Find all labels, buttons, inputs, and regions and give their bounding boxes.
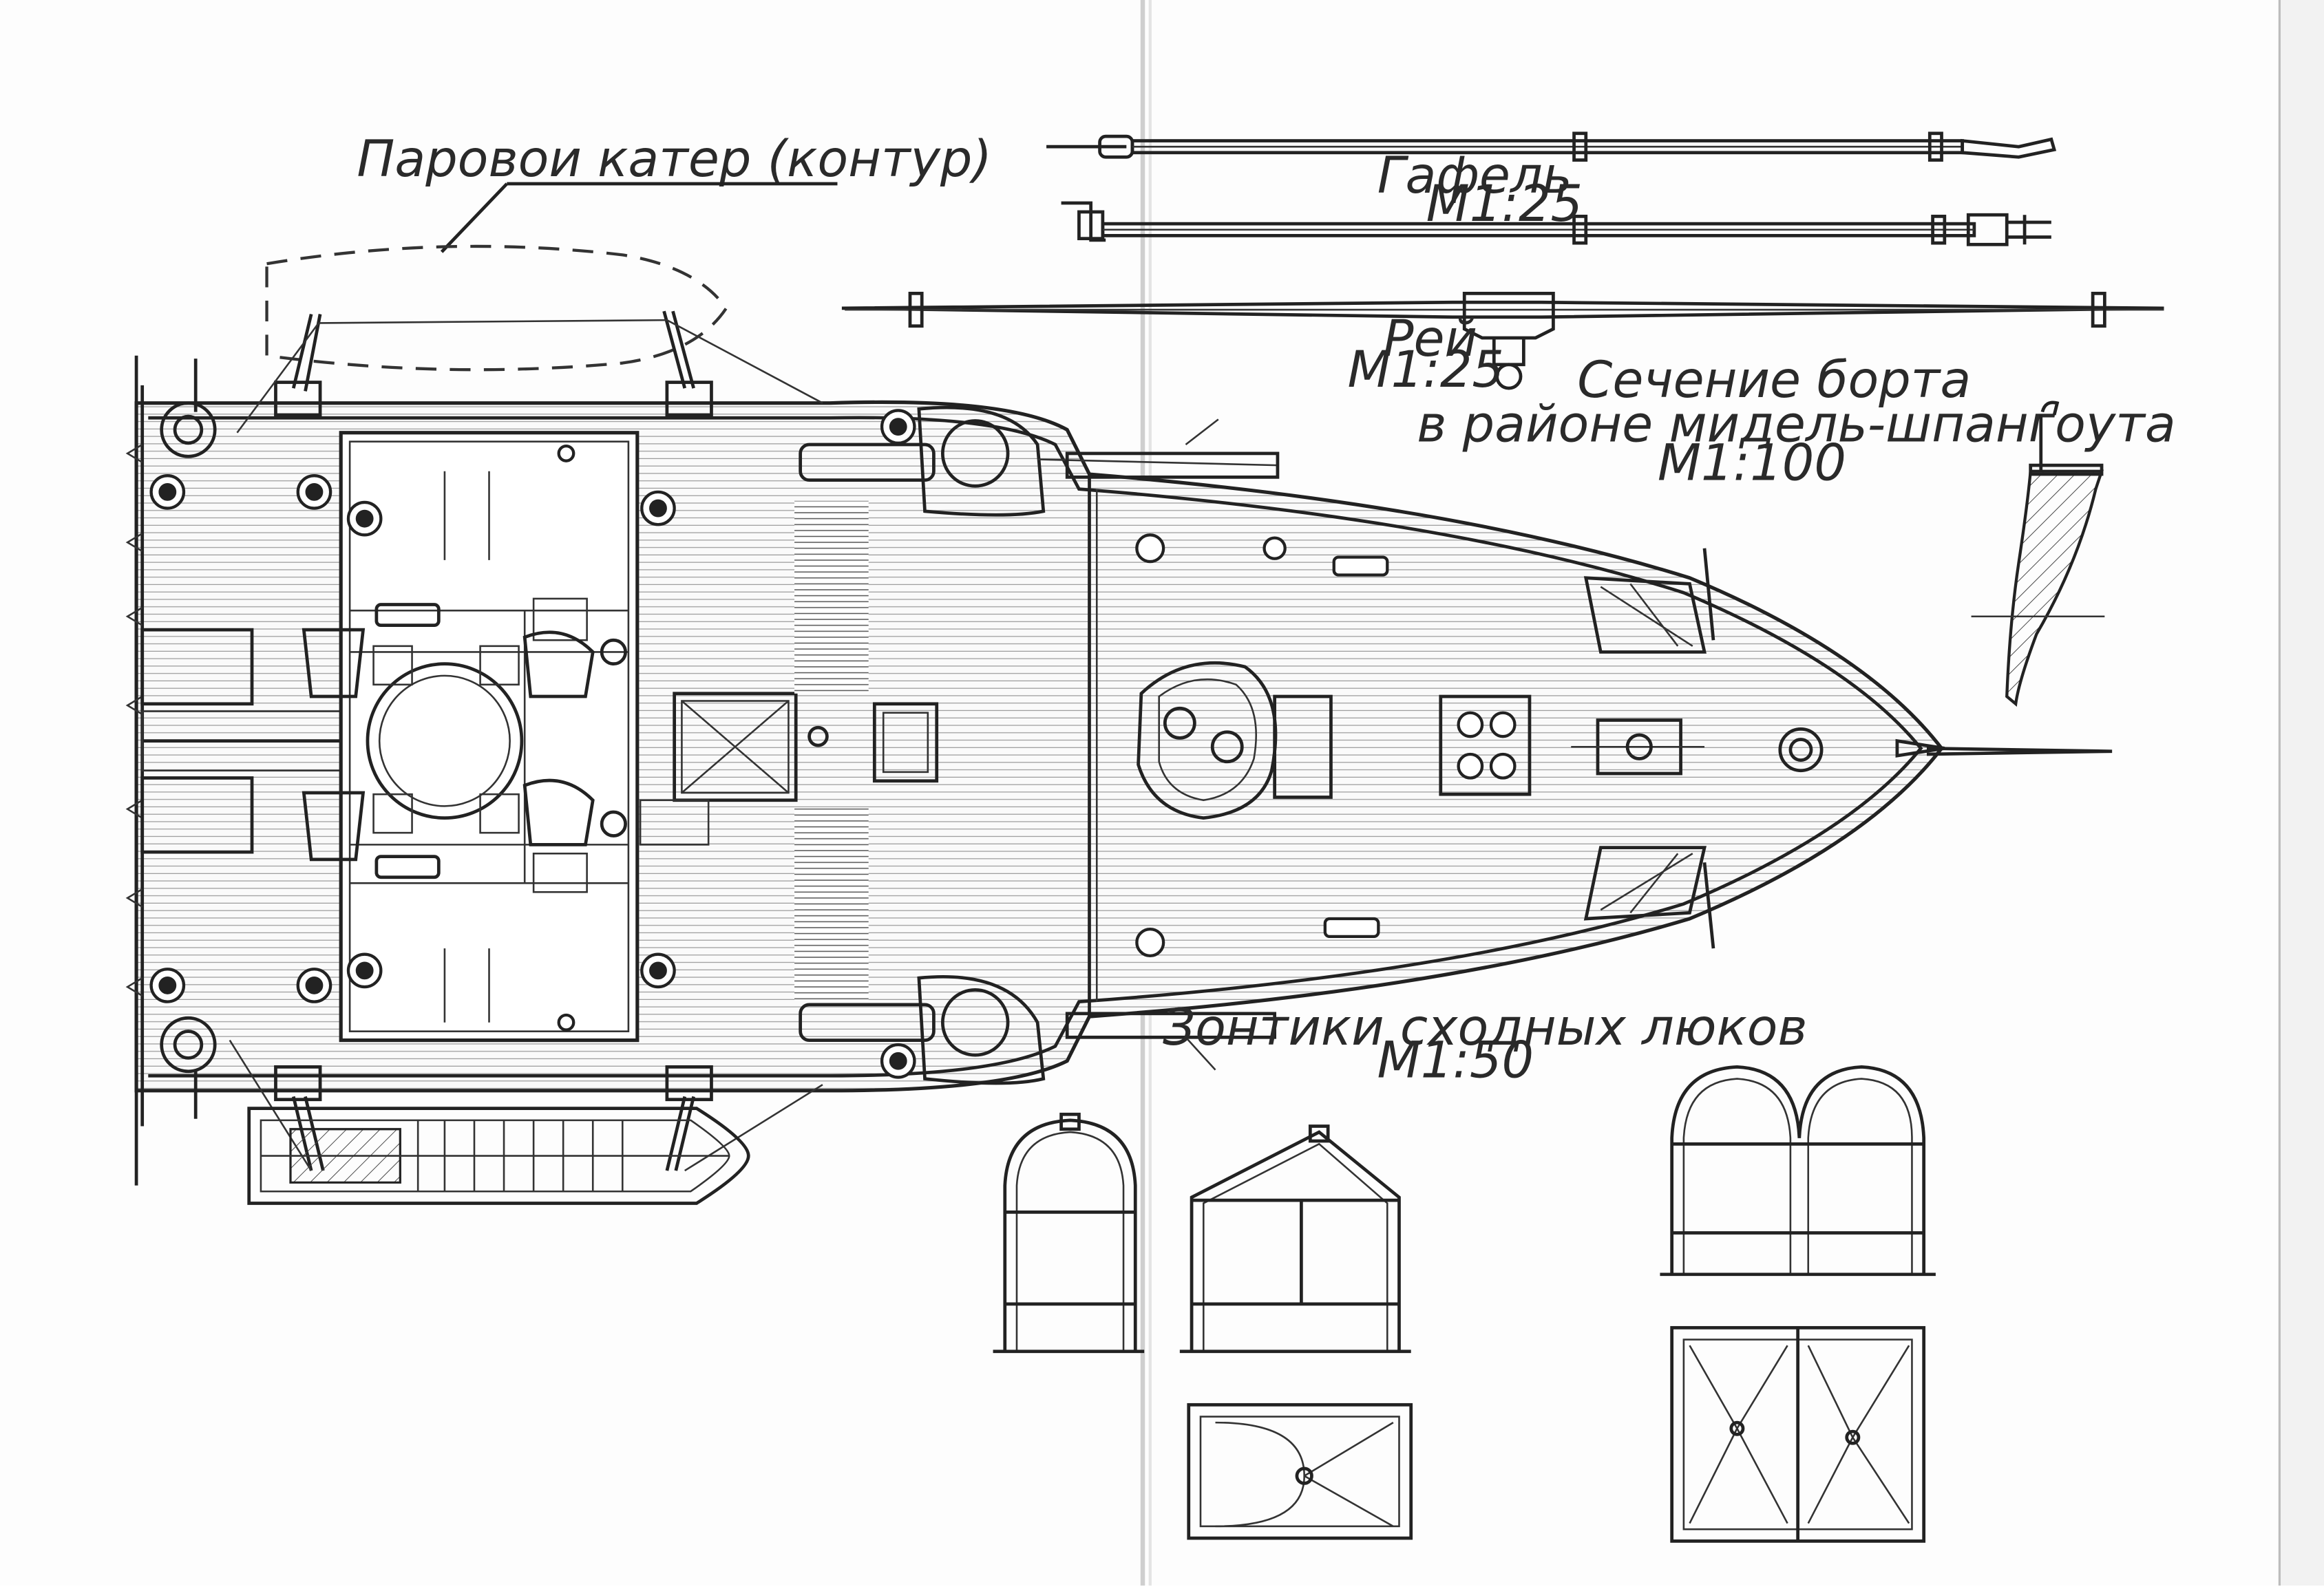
stern-skylight-upper <box>140 628 254 706</box>
gaff-scale-label: M1:25 <box>1426 175 1583 233</box>
small-hatch <box>872 702 939 783</box>
yard-scale-label: M1:25 <box>1348 341 1504 399</box>
section-scale-label: M1:100 <box>1658 434 1846 493</box>
gaff-spar-lower <box>1061 201 2051 246</box>
windlass <box>1571 718 1824 776</box>
main-cargo-hatch <box>673 692 798 802</box>
yard-title-label: Рей <box>1383 310 1477 368</box>
section-title-label: Сечение борта <box>1577 351 1971 409</box>
gaff-spar-upper <box>1046 131 2057 162</box>
hatch-umbrella-double-arched <box>1660 1065 1936 1277</box>
davits-upper <box>160 310 823 458</box>
anchor-upper <box>1583 548 1715 654</box>
deckhouse-dome-skylight <box>366 662 524 820</box>
anchor-lower <box>1583 846 1715 949</box>
steam-launch-outline <box>265 244 728 372</box>
ships-boat <box>247 1107 750 1205</box>
hatch-umbrella-title-label: Зонтики сходных люков <box>1163 999 1807 1057</box>
hatch-umbrella-scale-label: M1:50 <box>1377 1031 1534 1089</box>
yard-spar <box>841 291 2164 390</box>
section-subtitle-label: в районе мидель-шпангоута <box>1417 396 2175 454</box>
bowsprit <box>1926 747 2113 756</box>
hull-side-section <box>1971 401 2105 707</box>
forecastle-companion <box>1137 661 1333 820</box>
gaff-title-label: Гафель <box>1377 147 1572 205</box>
deck-plan <box>125 310 2113 1186</box>
hatch-umbrella-gable-plan <box>1187 1403 1413 1540</box>
hatch-umbrella-gable <box>1179 1124 1411 1354</box>
hatch-umbrella-double-plan <box>1670 1325 1926 1543</box>
stern-skylight-lower <box>140 776 254 854</box>
deck-bollards <box>149 409 916 1079</box>
steam-launch-label: Паровои катер (контур) <box>357 130 992 189</box>
hatch-umbrella-single-arched <box>993 1112 1145 1354</box>
deck-gun-lower <box>799 974 1277 1085</box>
right-page-edge <box>2279 0 2324 1586</box>
deck-gun-upper <box>799 405 1280 517</box>
forward-skylight <box>1439 694 1532 796</box>
steam-launch-leader <box>440 182 509 253</box>
